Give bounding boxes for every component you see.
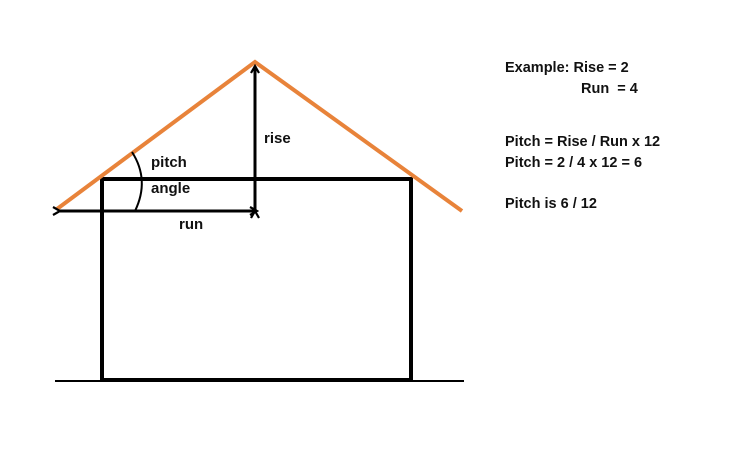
roof-line xyxy=(55,59,464,213)
pitch-label: pitch xyxy=(151,154,187,171)
angle-label: angle xyxy=(151,180,190,197)
example-run: Run = 4 xyxy=(581,81,638,97)
pitch-result: Pitch is 6 / 12 xyxy=(505,196,597,212)
pitch-angle-arc xyxy=(131,151,143,212)
rise-label: rise xyxy=(264,130,291,147)
example-rise: Example: Rise = 2 xyxy=(505,60,629,76)
pitch-formula: Pitch = Rise / Run x 12 xyxy=(505,134,661,150)
run-label: run xyxy=(179,216,203,233)
pitch-calculation: Pitch = 2 / 4 x 12 = 6 xyxy=(505,155,643,171)
